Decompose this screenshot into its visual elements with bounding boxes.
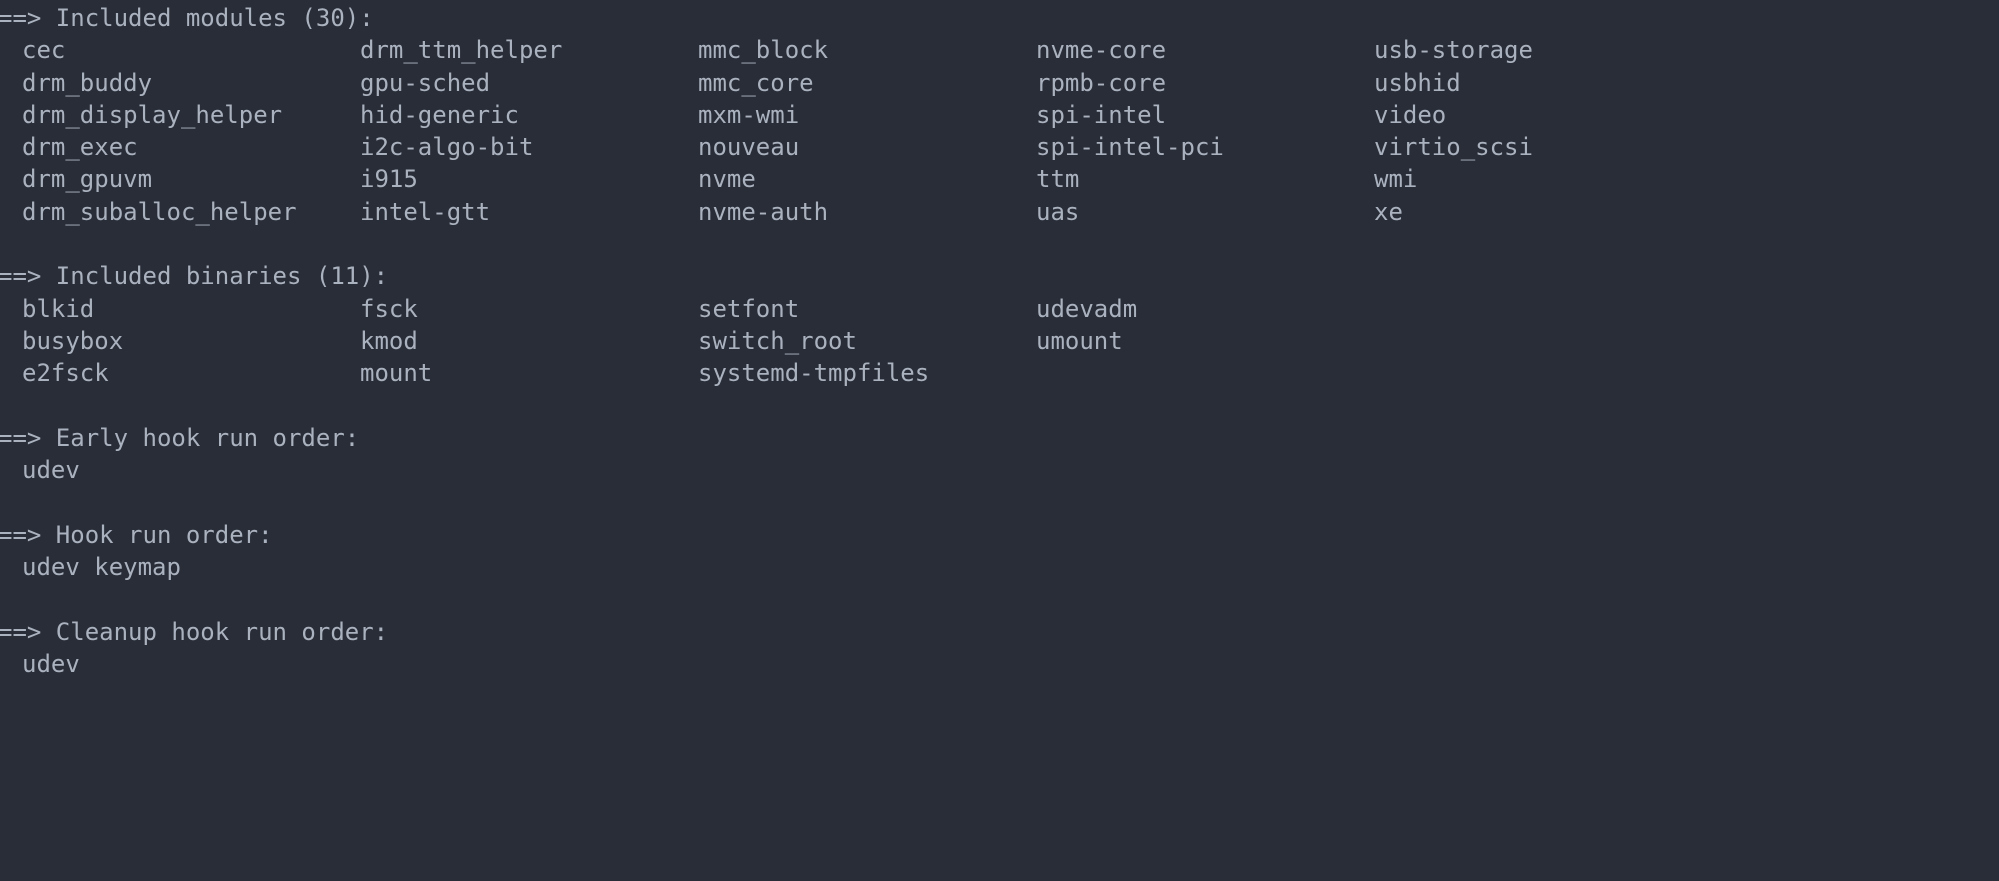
module-row: drm_gpuvm i915 nvme ttm wmi	[0, 163, 1999, 195]
section-header-early-hook-run-order: ==> Early hook run order:	[0, 423, 360, 452]
module-item: usb-storage	[1374, 36, 1533, 65]
binary-item: blkid	[22, 294, 95, 323]
module-item: spi-intel	[1036, 100, 1167, 129]
section-header-cleanup-hook-run-order: ==> Cleanup hook run order:	[0, 617, 389, 646]
module-item: cec	[22, 36, 66, 65]
module-item: xe	[1374, 197, 1403, 226]
module-row: drm_buddy gpu-sched mmc_core rpmb-core u…	[0, 67, 1999, 99]
section-header-included-modules: ==> Included modules (30):	[0, 4, 374, 32]
module-row: cec drm_ttm_helper mmc_block nvme-core u…	[0, 34, 1999, 66]
binary-item: switch_root	[698, 326, 857, 355]
module-item: nvme-auth	[698, 197, 829, 226]
section-header-included-binaries: ==> Included binaries (11):	[0, 262, 389, 291]
hook-item: udev keymap	[22, 553, 181, 582]
module-item: hid-generic	[360, 100, 519, 129]
module-item: gpu-sched	[360, 68, 491, 97]
section-header-hook-run-order: ==> Hook run order:	[0, 520, 273, 549]
module-row: drm_suballoc_helper intel-gtt nvme-auth …	[0, 196, 1999, 228]
module-item: intel-gtt	[360, 197, 491, 226]
module-item: drm_gpuvm	[22, 165, 153, 194]
module-item: uas	[1036, 197, 1080, 226]
module-item: mmc_core	[698, 68, 814, 97]
module-item: wmi	[1374, 165, 1418, 194]
module-item: drm_suballoc_helper	[22, 197, 297, 226]
binary-row: busybox kmod switch_root umount	[0, 325, 1999, 357]
module-item: drm_exec	[22, 133, 138, 162]
cleanup-hook-item: udev	[22, 649, 80, 678]
module-item: video	[1374, 100, 1447, 129]
module-item: mxm-wmi	[698, 100, 800, 129]
binary-item: kmod	[360, 326, 418, 355]
binary-item: mount	[360, 359, 433, 388]
module-row: drm_display_helper hid-generic mxm-wmi s…	[0, 99, 1999, 131]
module-item: ttm	[1036, 165, 1080, 194]
module-item: mmc_block	[698, 36, 829, 65]
binary-row: blkid fsck setfont udevadm	[0, 293, 1999, 325]
binary-item: systemd-tmpfiles	[698, 359, 930, 388]
module-item: usbhid	[1374, 68, 1461, 97]
module-row: drm_exec i2c-algo-bit nouveau spi-intel-…	[0, 131, 1999, 163]
binary-row: e2fsck mount systemd-tmpfiles	[0, 357, 1999, 389]
binary-item: busybox	[22, 326, 124, 355]
binary-item: umount	[1036, 326, 1123, 355]
early-hook-item: udev	[22, 456, 80, 485]
module-item: nouveau	[698, 133, 800, 162]
binary-item: e2fsck	[22, 359, 109, 388]
blank-line	[0, 228, 1999, 260]
module-item: nvme-core	[1036, 36, 1167, 65]
module-item: drm_display_helper	[22, 100, 283, 129]
module-item: drm_buddy	[22, 68, 153, 97]
module-item: drm_ttm_helper	[360, 36, 563, 65]
binary-item: setfont	[698, 294, 800, 323]
module-item: i915	[360, 165, 418, 194]
binary-item: udevadm	[1036, 294, 1138, 323]
blank-line	[0, 583, 1999, 615]
module-item: nvme	[698, 165, 756, 194]
binary-item: fsck	[360, 294, 418, 323]
blank-line	[0, 390, 1999, 422]
module-item: rpmb-core	[1036, 68, 1167, 97]
module-item: virtio_scsi	[1374, 133, 1533, 162]
module-item: i2c-algo-bit	[360, 133, 534, 162]
module-item: spi-intel-pci	[1036, 133, 1224, 162]
blank-line	[0, 486, 1999, 518]
